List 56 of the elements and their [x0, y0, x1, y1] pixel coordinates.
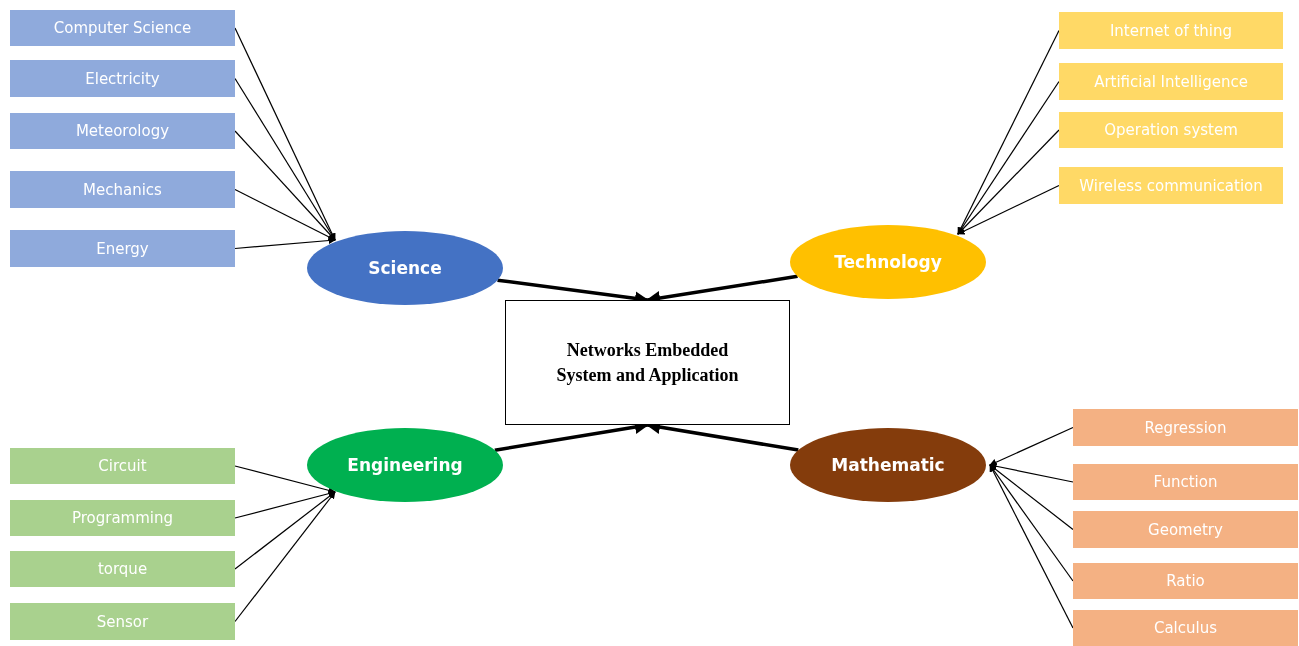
node-label: Regression	[1144, 418, 1227, 437]
node-label: Circuit	[98, 457, 147, 475]
node-label: Technology	[834, 252, 942, 272]
node-label: Sensor	[96, 612, 149, 631]
arrow	[234, 130, 336, 241]
arrow	[989, 464, 1074, 531]
topic-box	[1073, 610, 1298, 646]
topic-box	[10, 10, 235, 46]
topic-box	[10, 448, 235, 484]
arrow	[234, 236, 336, 250]
topic-box	[1073, 511, 1298, 548]
topic-box	[10, 113, 235, 149]
node-label: Computer Science	[53, 19, 192, 37]
topic-box	[1073, 464, 1298, 500]
topic-box	[1059, 12, 1283, 49]
topic-box	[10, 171, 235, 208]
node-label: Mathematic	[831, 455, 945, 475]
arrow	[234, 490, 336, 519]
topic-box	[1059, 63, 1283, 100]
arrow	[234, 491, 336, 623]
topic-box	[10, 603, 235, 640]
node-label: Ratio	[1166, 572, 1205, 590]
topic-box	[1073, 563, 1298, 599]
central-box	[505, 300, 790, 425]
arrow	[989, 464, 1074, 629]
node-label: Function	[1153, 473, 1218, 491]
node-label: Internet of thing	[1109, 21, 1233, 40]
node-label: Artificial Intelligence	[1094, 72, 1248, 91]
node-label: Operation system	[1104, 121, 1238, 139]
arrow	[234, 491, 336, 570]
node-label: Calculus	[1153, 619, 1218, 637]
topic-box	[10, 230, 235, 267]
node-label: Networks Embedded System and Application	[555, 339, 740, 387]
topic-box	[1059, 167, 1283, 204]
topic-box	[10, 500, 235, 536]
arrow	[957, 184, 1060, 235]
node-label: Wireless communication	[1079, 176, 1263, 195]
node-label: Meteorology	[75, 122, 170, 140]
node-label: Energy	[96, 239, 149, 258]
arrow	[234, 465, 336, 494]
node-label: Mechanics	[83, 180, 162, 199]
topic-box	[1059, 112, 1283, 148]
arrow	[989, 464, 1074, 582]
node-label: Science	[368, 258, 442, 278]
arrow	[957, 129, 1060, 235]
topic-box	[1073, 409, 1298, 446]
node-label: Geometry	[1148, 520, 1223, 539]
topic-box	[10, 60, 235, 97]
node-label: torque	[97, 560, 148, 578]
node-label: Electricity	[85, 69, 160, 88]
arrow	[989, 426, 1074, 466]
node-label: Programming	[71, 509, 174, 527]
topic-box	[10, 551, 235, 587]
node-label: Engineering	[347, 455, 463, 475]
arrow	[234, 188, 336, 241]
arrow	[989, 462, 1074, 483]
